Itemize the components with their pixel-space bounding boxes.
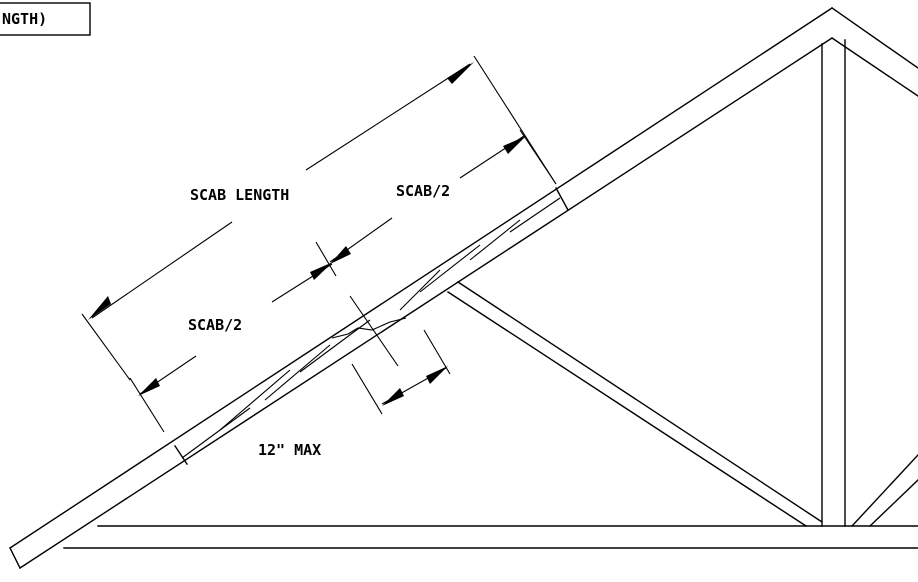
scab-half-lower-label: SCAB/2 [188, 316, 242, 334]
bottom-chord [63, 525, 918, 549]
title-fragment: NGTH) [2, 10, 47, 28]
right-top-chord [831, 7, 918, 97]
right-diagonal-web [851, 454, 918, 527]
arrow-head [503, 136, 526, 154]
title-box [0, 2, 91, 36]
scab-half-upper-dimension [315, 129, 557, 277]
arrow-head [310, 262, 333, 280]
arrow-head [330, 246, 351, 264]
arrow-head [447, 62, 474, 84]
arrow-head [426, 366, 448, 384]
scab-length-label: SCAB LENGTH [190, 186, 289, 204]
scab [174, 187, 569, 465]
top-chord [9, 7, 833, 569]
vertical-web [821, 39, 846, 527]
arrow-head [138, 378, 160, 396]
max-gap-label: 12" MAX [258, 441, 321, 459]
diagonal-web [447, 281, 823, 527]
arrow-head [88, 296, 111, 320]
arrow-head [382, 388, 404, 406]
scab-length-dimension [81, 55, 557, 381]
max-gap-dimension [349, 295, 451, 415]
scab-half-upper-label: SCAB/2 [396, 182, 450, 200]
scab-half-lower-dimension [129, 262, 333, 433]
